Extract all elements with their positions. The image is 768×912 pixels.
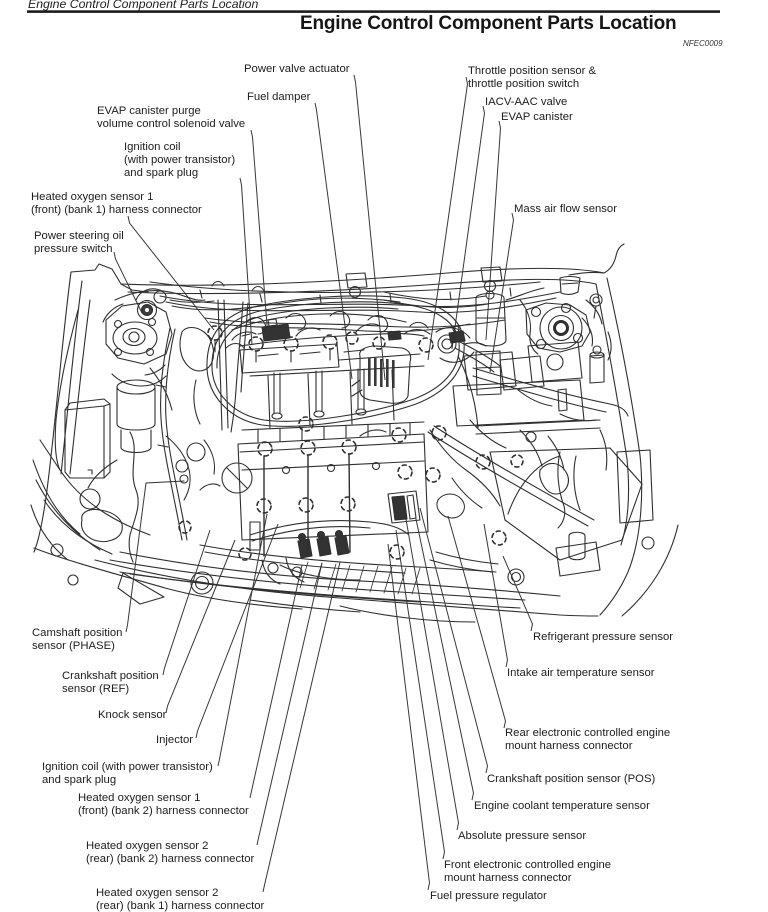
svg-text:Engine Control Component Parts: Engine Control Component Parts Location	[300, 13, 676, 34]
svg-text:Fuel damper: Fuel damper	[247, 91, 311, 103]
svg-text:mount harness connector: mount harness connector	[505, 740, 633, 752]
svg-text:Heated oxygen sensor 2: Heated oxygen sensor 2	[86, 840, 208, 852]
svg-text:Engine Control Component Parts: Engine Control Component Parts Location	[28, 0, 259, 11]
svg-text:Heated oxygen sensor 1: Heated oxygen sensor 1	[78, 792, 200, 804]
svg-text:Engine coolant temperature sen: Engine coolant temperature sensor	[474, 800, 650, 812]
svg-text:sensor (REF): sensor (REF)	[62, 683, 129, 695]
svg-text:Intake air temperature sensor: Intake air temperature sensor	[507, 667, 655, 679]
svg-text:Power steering oil: Power steering oil	[34, 230, 124, 242]
svg-text:Rear electronic controlled eng: Rear electronic controlled engine	[505, 727, 670, 739]
svg-text:volume control solenoid valve: volume control solenoid valve	[97, 118, 245, 130]
svg-text:(rear) (bank 2) harness connec: (rear) (bank 2) harness connector	[86, 853, 255, 865]
svg-text:Camshaft position: Camshaft position	[32, 627, 122, 639]
svg-text:and spark plug: and spark plug	[124, 167, 198, 179]
svg-text:Absolute pressure sensor: Absolute pressure sensor	[458, 830, 586, 842]
svg-text:Mass air flow sensor: Mass air flow sensor	[514, 203, 617, 215]
svg-text:IACV-AAC valve: IACV-AAC valve	[485, 96, 567, 108]
svg-text:NFEC0009: NFEC0009	[683, 39, 723, 48]
svg-text:(rear) (bank 1) harness connec: (rear) (bank 1) harness connector	[96, 900, 265, 912]
svg-text:Front electronic controlled en: Front electronic controlled engine	[444, 859, 611, 871]
svg-text:Knock sensor: Knock sensor	[98, 709, 167, 721]
svg-text:Heated oxygen sensor 2: Heated oxygen sensor 2	[96, 887, 218, 899]
svg-text:(front) (bank 2) harness conne: (front) (bank 2) harness connector	[78, 805, 249, 817]
svg-text:Ignition coil: Ignition coil	[124, 141, 181, 153]
svg-text:and spark plug: and spark plug	[42, 774, 116, 786]
svg-text:(with power transistor): (with power transistor)	[124, 154, 235, 166]
svg-text:Ignition coil (with power tran: Ignition coil (with power transistor)	[42, 761, 213, 773]
svg-text:Injector: Injector	[156, 734, 193, 746]
svg-text:EVAP canister purge: EVAP canister purge	[97, 105, 201, 117]
svg-text:Fuel pressure regulator: Fuel pressure regulator	[430, 890, 547, 902]
svg-text:sensor (PHASE): sensor (PHASE)	[32, 640, 115, 652]
svg-text:EVAP canister: EVAP canister	[501, 111, 573, 123]
svg-text:Crankshaft position: Crankshaft position	[62, 670, 159, 682]
svg-text:(front) (bank 1) harness conne: (front) (bank 1) harness connector	[31, 204, 202, 216]
svg-text:Power valve actuator: Power valve actuator	[244, 63, 350, 75]
svg-text:Refrigerant pressure sensor: Refrigerant pressure sensor	[533, 631, 673, 643]
svg-text:pressure switch: pressure switch	[34, 243, 112, 255]
svg-text:mount harness connector: mount harness connector	[444, 872, 572, 884]
svg-text:Crankshaft position sensor (PO: Crankshaft position sensor (POS)	[487, 773, 656, 785]
svg-text:Heated oxygen sensor 1: Heated oxygen sensor 1	[31, 191, 153, 203]
svg-text:throttle position switch: throttle position switch	[468, 78, 579, 90]
svg-text:Throttle position sensor &: Throttle position sensor &	[468, 65, 597, 77]
